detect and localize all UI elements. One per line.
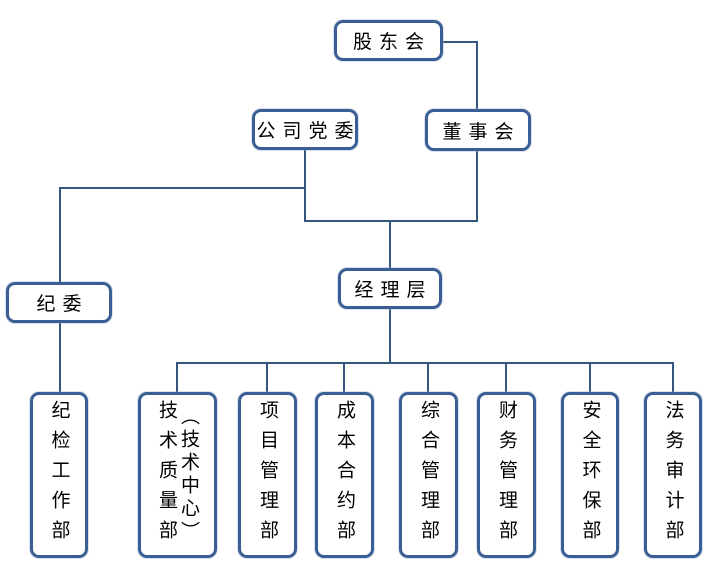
connector-party-committee-drop	[304, 150, 306, 222]
node-legal-audit-dept-label: 法务审计部	[662, 400, 684, 550]
node-cost-contract-dept-label: 成本合约部	[334, 400, 355, 550]
node-general-mgmt-dept-label: 综合管理部	[418, 400, 439, 550]
node-discipline-committee: 纪委	[6, 282, 112, 323]
connector-shareholders-board-v	[476, 41, 478, 109]
node-tech-quality-dept-alias: （技术中心）	[178, 406, 199, 544]
connector-drop-cost	[343, 362, 345, 392]
connector-management-riser-bottom	[389, 308, 391, 363]
connector-departments-bus	[176, 362, 674, 364]
node-finance-mgmt-dept-label: 财务管理部	[496, 400, 517, 550]
node-tech-quality-dept: 技术质量部 （技术中心）	[138, 392, 217, 558]
node-project-mgmt-dept-label: 项目管理部	[257, 400, 278, 550]
connector-shareholders-board-h	[443, 41, 478, 43]
node-safety-env-dept-label: 安全环保部	[579, 400, 601, 550]
node-party-committee: 公司党委	[252, 109, 358, 150]
node-management-label: 经理层	[354, 280, 433, 301]
connector-drop-finance	[505, 362, 507, 392]
node-finance-mgmt-dept: 财务管理部	[477, 392, 536, 558]
connector-discipline-to-dept	[59, 323, 61, 392]
node-management: 经理层	[338, 268, 442, 309]
connector-discipline-branch-h	[60, 187, 306, 189]
connector-management-bus	[304, 220, 478, 222]
connector-board-drop	[476, 151, 478, 222]
connector-discipline-branch-v	[59, 187, 61, 282]
node-project-mgmt-dept: 项目管理部	[238, 392, 297, 558]
connector-drop-project	[266, 362, 268, 392]
node-party-committee-label: 公司党委	[256, 121, 361, 142]
node-discipline-committee-label: 纪委	[36, 294, 89, 315]
node-safety-env-dept: 安全环保部	[561, 392, 619, 558]
node-shareholders-label: 股东会	[352, 32, 431, 53]
node-general-mgmt-dept: 综合管理部	[399, 392, 458, 558]
node-shareholders: 股东会	[334, 20, 443, 61]
connector-management-riser-top	[389, 222, 391, 268]
connector-drop-general	[427, 362, 429, 392]
node-cost-contract-dept: 成本合约部	[315, 392, 374, 558]
connector-drop-legal	[672, 362, 674, 392]
node-board: 董事会	[425, 109, 531, 151]
node-discipline-work-dept: 纪检工作部	[30, 392, 88, 558]
node-board-label: 董事会	[442, 121, 521, 143]
connector-drop-tech-quality	[176, 362, 178, 392]
node-discipline-work-dept-label: 纪检工作部	[48, 400, 70, 550]
node-tech-quality-dept-name: 技术质量部	[156, 400, 177, 550]
node-legal-audit-dept: 法务审计部	[644, 392, 702, 558]
connector-drop-safety	[589, 362, 591, 392]
